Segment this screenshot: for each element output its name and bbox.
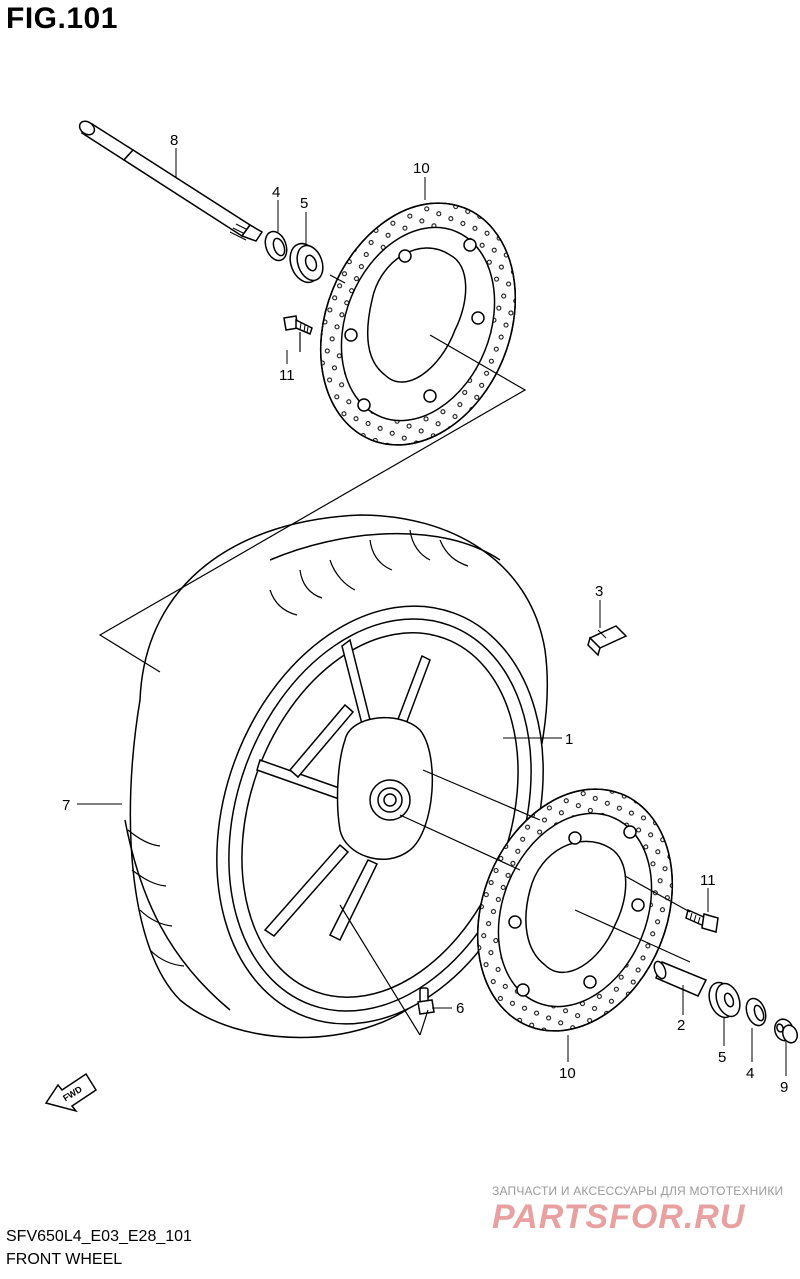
- forward-direction-arrow: FWD: [44, 1072, 98, 1113]
- brake-disc-part-10-top: [319, 202, 517, 446]
- callout-10-bottom: 10: [559, 1065, 576, 1082]
- callout-3: 3: [595, 583, 603, 600]
- oil-seal-part-4-top: [264, 230, 288, 262]
- callout-1: 1: [565, 731, 573, 748]
- tire-valve-part-6: [417, 987, 435, 1015]
- watermark-tagline: ЗАПЧАСТИ И АКСЕССУАРЫ ДЛЯ МОТОТЕХНИКИ: [492, 1184, 784, 1198]
- assembly-guide-lines: [98, 274, 691, 1036]
- callout-7: 7: [62, 797, 70, 814]
- callout-10-top: 10: [413, 160, 430, 177]
- callout-leader-lines: [77, 148, 787, 1076]
- disc-bolt-part-11-top: [283, 315, 313, 336]
- callout-9: 9: [780, 1079, 788, 1096]
- spacer-part-2: [653, 960, 708, 997]
- bearing-part-5-top: [289, 242, 324, 284]
- balancer-weight-part-3: [587, 625, 628, 657]
- collar-part-9: [773, 1018, 799, 1044]
- callout-4-bottom: 4: [746, 1065, 754, 1082]
- callout-4-top: 4: [272, 184, 280, 201]
- callout-11-bottom: 11: [700, 872, 716, 889]
- callout-8: 8: [170, 132, 178, 149]
- callout-5-top: 5: [300, 195, 308, 212]
- wheel-rim-part-1: [216, 605, 544, 1025]
- callout-11-top: 11: [279, 367, 295, 384]
- callout-6: 6: [456, 1000, 464, 1017]
- figure-title: FIG.101: [6, 2, 118, 35]
- model-code: SFV650L4_E03_E28_101: [6, 1228, 192, 1245]
- callout-2: 2: [677, 1017, 685, 1034]
- bearing-part-5-bottom: [708, 981, 741, 1019]
- watermark-logo: PARTSFOR.RU: [492, 1198, 746, 1236]
- front-axle-part-8: [78, 120, 264, 242]
- disc-bolt-part-11-bottom: [685, 908, 719, 933]
- section-name: FRONT WHEEL: [6, 1251, 123, 1268]
- oil-seal-part-4-bottom: [745, 997, 767, 1027]
- callout-5-bottom: 5: [718, 1049, 726, 1066]
